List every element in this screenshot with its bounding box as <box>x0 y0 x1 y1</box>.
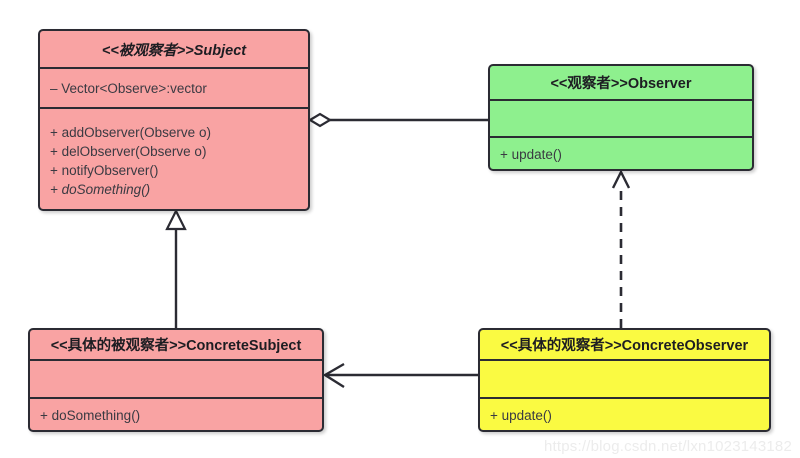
open-arrow-marker <box>322 362 345 389</box>
method-item: + update() <box>490 408 552 423</box>
attribute-item: – Vector<Observe>:vector <box>50 80 207 96</box>
edge-realization-concreteobserver-observer <box>611 169 631 328</box>
class-box-concrete-observer[interactable]: <<具体的观察者>>ConcreteObserver + update() <box>478 328 771 432</box>
method-item: + notifyObserver() <box>50 163 159 178</box>
hollow-triangle-marker <box>611 169 631 189</box>
method-item: + doSomething() <box>40 408 141 423</box>
class-methods-subject: + addObserver(Observe o) + delObserver(O… <box>40 109 308 209</box>
class-title-concrete-subject: <<具体的被观察者>>ConcreteSubject <box>30 330 322 361</box>
edge-association-concreteobserver-concretesubject <box>322 362 478 389</box>
method-item-abstract: + doSomething() <box>50 182 151 197</box>
hollow-diamond-marker <box>307 112 333 128</box>
class-attributes-concrete-subject <box>30 361 322 399</box>
class-title-concrete-observer: <<具体的观察者>>ConcreteObserver <box>480 330 769 361</box>
hollow-triangle-marker <box>165 208 187 231</box>
edge-generalization-concretesubject-subject <box>165 208 187 328</box>
class-box-concrete-subject[interactable]: <<具体的被观察者>>ConcreteSubject + doSomething… <box>28 328 324 432</box>
class-attributes-observer <box>490 101 752 138</box>
method-item: + update() <box>500 147 562 162</box>
class-attributes-subject: – Vector<Observe>:vector <box>40 69 308 109</box>
edge-aggregation-subject-observer <box>307 112 488 128</box>
class-title-subject: <<被观察者>>Subject <box>40 31 308 69</box>
class-methods-concrete-subject: + doSomething() <box>30 399 322 430</box>
class-box-subject[interactable]: <<被观察者>>Subject – Vector<Observe>:vector… <box>38 29 310 211</box>
method-item: + delObserver(Observe o) <box>50 144 207 159</box>
method-item: + addObserver(Observe o) <box>50 125 211 140</box>
class-attributes-concrete-observer <box>480 361 769 399</box>
class-box-observer[interactable]: <<观察者>>Observer + update() <box>488 64 754 171</box>
class-title-observer: <<观察者>>Observer <box>490 66 752 101</box>
class-methods-observer: + update() <box>490 138 752 169</box>
class-methods-concrete-observer: + update() <box>480 399 769 430</box>
watermark-text: https://blog.csdn.net/lxn1023143182 <box>543 438 792 455</box>
